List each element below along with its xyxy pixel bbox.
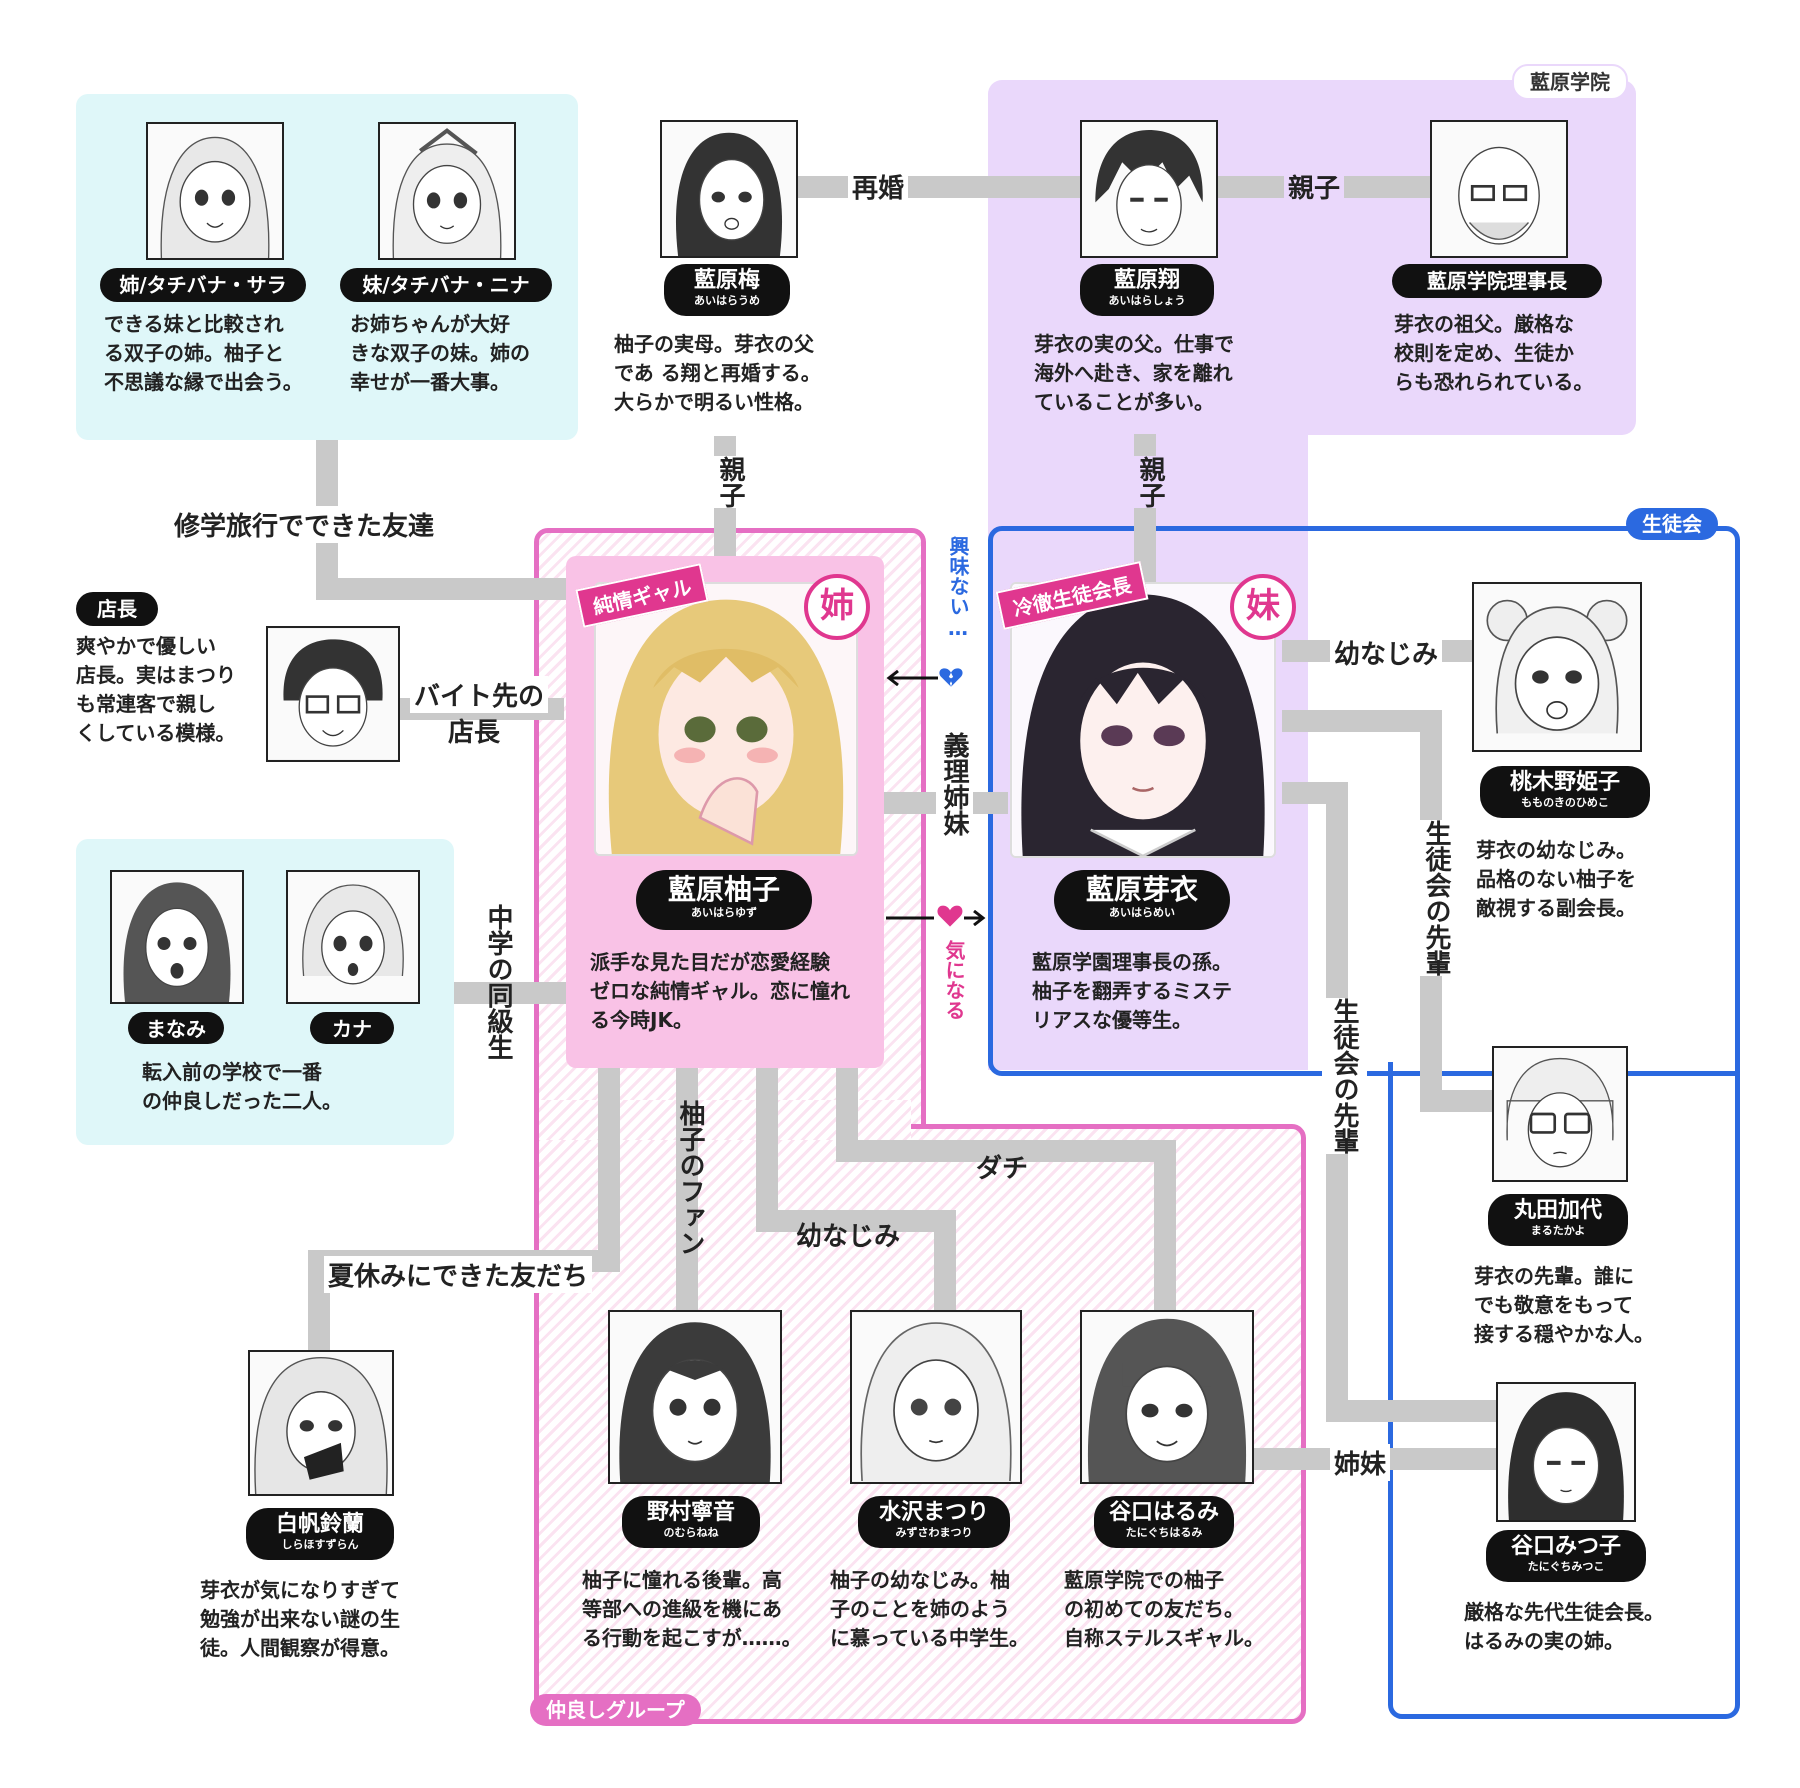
desc-ume: 柚子の実母。芽衣の父であ る翔と再婚する。大らかで明るい性格。 [614,332,821,414]
badge-mei: 妹 [1230,574,1296,640]
rel-shugaku: 修学旅行でできた友達 [170,506,439,543]
portrait-chairman [1430,120,1568,258]
name-kayo: 丸田加代まるたかよ [1488,1194,1628,1246]
line-matsuri-h [756,1210,956,1232]
line-mitsuko-h [1326,1400,1496,1422]
rel-oyako-sho-mei: 親子 [1128,456,1173,508]
rel-saikon: 再婚 [848,168,909,205]
portrait-ume [660,120,798,258]
portrait-mei [1010,582,1276,858]
name-sara: 姉/タチバナ・サラ [100,268,306,302]
name-chairman: 藍原学院理事長 [1392,264,1602,298]
portrait-nina [378,122,516,260]
desc-sara: できる妹と比較される双子の姉。柚子と不思議な縁で出会う。 [104,312,303,394]
rel-baito-2: 店長 [448,718,501,748]
line-harumi-v [836,1068,858,1160]
rel-kininaru: 気になる [942,940,966,1020]
portrait-nene [608,1310,782,1484]
desc-kayo: 芽衣の先輩。誰にでも敬意をもって接する穏やかな人。 [1474,1264,1654,1346]
arrow-right-icon [886,909,986,927]
portrait-mitsuko [1496,1382,1636,1522]
desc-matsuri: 柚子の幼なじみ。柚子のことを姉のように慕っている中学生。 [830,1568,1029,1650]
badge-yuzu: 姉 [804,574,870,640]
rel-baito: バイト先の [410,676,549,713]
desc-suzuran: 芽衣が気になりすぎて勉強が出来ない謎の生徒。人間観察が得意。 [200,1578,400,1660]
rel-oyako-sho-chairman: 親子 [1284,168,1345,205]
rel-natsuyasumi: 夏休みにできた友だち [324,1256,593,1293]
line-classmates [454,982,566,1004]
friend-group-tag: 仲良しグループ [530,1694,701,1726]
rel-kyomi: 興味ない… [946,536,970,640]
portrait-sho [1080,120,1218,258]
line-harumi-h [836,1140,1176,1162]
line-nene [676,1068,698,1312]
name-tencho: 店長 [76,592,158,626]
name-yuzu: 藍原柚子あいはらゆず [636,870,812,930]
portrait-kana [286,870,420,1004]
desc-harumi: 藍原学院での柚子の初めての友だち。自称ステルスギャル。 [1064,1568,1264,1650]
name-manami: まなみ [128,1012,224,1044]
name-sho: 藍原翔あいはらしょう [1080,264,1214,316]
student-council-region-bottom [1388,1062,1740,1719]
desc-sho: 芽衣の実の父。仕事で海外へ赴き、家を離れていることが多い。 [1034,332,1234,414]
name-nene: 野村寧音のむらねね [622,1496,760,1548]
portrait-manami [110,870,244,1004]
portrait-suzuran [248,1350,394,1496]
name-kana: カナ [310,1012,394,1044]
portrait-kayo [1492,1046,1628,1182]
arrow-left-icon [886,669,938,687]
portrait-yuzu [594,582,858,856]
line-kayo-v [1282,710,1442,732]
desc-yuzu: 派手な見た目だが恋愛経験ゼロな純情ギャル。恋に憧れる今時JK。 [590,950,850,1032]
name-ume: 藍原梅あいはらうめ [664,264,790,316]
broken-heart-icon [938,664,964,690]
name-nina: 妹/タチバナ・ニナ [340,268,552,302]
desc-chairman: 芽衣の祖父。厳格な校則を定め、生徒からも恐れられている。 [1394,312,1594,394]
name-mitsuko: 谷口みつ子たにぐちみつこ [1486,1530,1646,1582]
line-ume-sho [792,176,1082,198]
rel-osananajimi-matsuri: 幼なじみ [796,1222,901,1252]
line-suzuran-v [598,1068,620,1264]
portrait-harumi [1080,1310,1254,1484]
line-harumi-v2 [1154,1140,1176,1310]
student-council-tag: 生徒会 [1626,508,1718,540]
name-himeko: 桃木野姫子もものきのひめこ [1480,766,1650,818]
line-matsuri-v [756,1068,778,1232]
desc-himeko: 芽衣の幼なじみ。品格のない柚子を敵視する副会長。 [1476,838,1636,920]
rel-chugaku: 中学の同級生 [483,904,513,1060]
heart-icon [936,902,964,928]
portrait-sara [146,122,284,260]
name-suzuran: 白帆鈴蘭しらほすずらん [246,1508,394,1560]
desc-mei: 藍原学園理事長の孫。柚子を翻弄するミステリアスな優等生。 [1032,950,1232,1032]
desc-nene: 柚子に憧れる後輩。高等部への進級を機にある行動を起こすが……。 [582,1568,802,1650]
rel-dachi: ダチ [976,1154,1029,1184]
name-mei: 藍原芽衣あいはらめい [1054,870,1230,930]
desc-manami-kana: 転入前の学校で一番の仲良しだった二人。 [142,1060,342,1113]
portrait-himeko [1472,582,1642,752]
desc-nina: お姉ちゃんが大好きな双子の妹。姉の幸せが一番大事。 [350,312,530,394]
rel-osananajimi-himeko: 幼なじみ [1330,634,1443,671]
rel-giri: 義理姉妹 [936,728,973,840]
rel-oyako-ume-yuzu: 親子 [708,456,753,508]
name-harumi: 谷口はるみたにぐちはるみ [1094,1496,1234,1548]
rel-seitokai-senpai-mitsuko: 生徒会の先輩 [1322,998,1367,1154]
rel-shimai: 姉妹 [1330,1444,1391,1481]
line-sisters-h [316,578,566,600]
portrait-matsuri [850,1310,1022,1484]
academy-tag: 藍原学院 [1512,64,1628,100]
rel-yuzu-fan: 柚子のファン [675,1100,705,1256]
name-matsuri: 水沢まつりみずさわまつり [858,1496,1010,1548]
portrait-tencho [266,626,400,762]
line-kayo-h [1420,1090,1492,1112]
line-matsuri-v2 [934,1210,956,1310]
desc-tencho: 爽やかで優しい店長。実はまつりも常連客で親しくしている模様。 [76,634,236,745]
rel-seitokai-senpai-kayo: 生徒会の先輩 [1414,820,1459,976]
desc-mitsuko: 厳格な先代生徒会長。はるみの実の姉。 [1464,1600,1664,1653]
